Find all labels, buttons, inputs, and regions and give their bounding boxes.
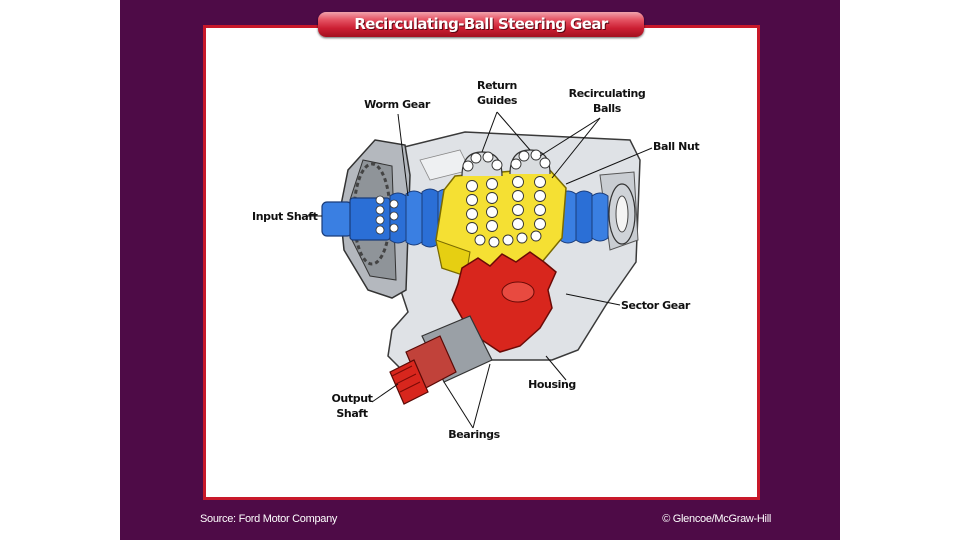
label-input-shaft: Input Shaft — [252, 210, 318, 223]
label-return-guides-line2: Guides — [477, 94, 518, 107]
label-sector-gear: Sector Gear — [621, 299, 691, 312]
label-bearings: Bearings — [448, 428, 500, 441]
label-ball-nut: Ball Nut — [653, 140, 699, 153]
slide-title: Recirculating-Ball Steering Gear — [354, 15, 608, 33]
label-housing: Housing — [528, 378, 576, 391]
right-bearing — [608, 183, 636, 245]
label-recirculating-balls-line2: Balls — [593, 102, 622, 115]
leader-lines — [307, 111, 653, 429]
ball-nut — [435, 167, 567, 277]
label-recirculating-balls-line1: Recirculating — [569, 87, 646, 100]
input-bearing-balls — [375, 195, 399, 235]
label-output-shaft-line1: Output — [331, 392, 372, 405]
title-banner — [318, 12, 644, 37]
source-credit: Source: Ford Motor Company — [200, 513, 338, 525]
recirculating-balls — [462, 149, 551, 248]
copyright-notice: © Glencoe/McGraw-Hill — [662, 513, 771, 525]
label-return-guides-line1: Return — [477, 79, 517, 92]
output-shaft — [389, 315, 493, 405]
steering-gear-diagram: Return Guides Recirculating Balls Worm G… — [252, 79, 700, 441]
label-output-shaft-line2: Shaft — [336, 407, 367, 420]
label-worm-gear: Worm Gear — [364, 98, 431, 111]
sector-gear — [451, 251, 557, 353]
